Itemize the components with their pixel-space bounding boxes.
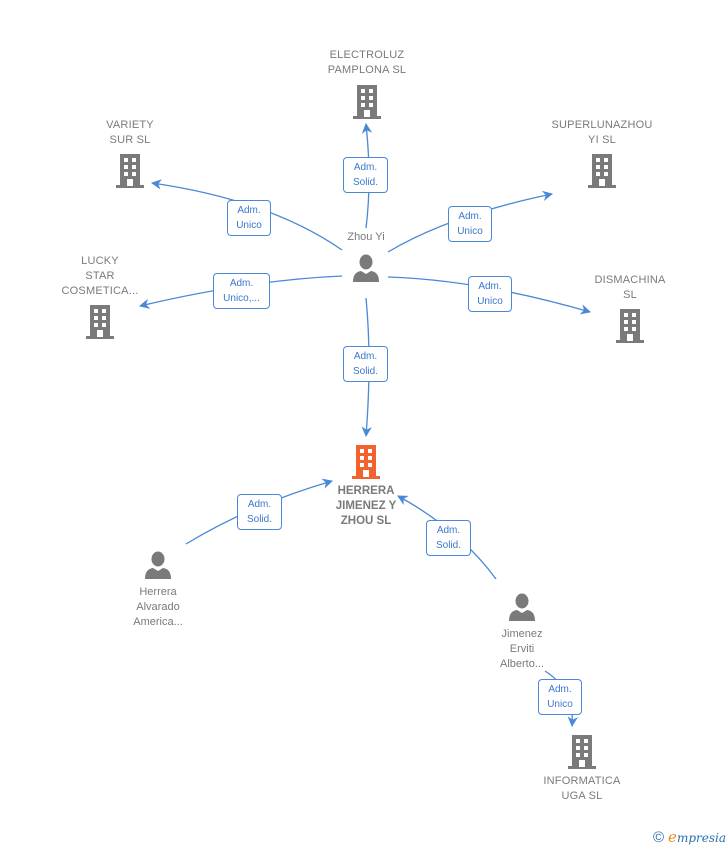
person-label: Jimenez Erviti Alberto... xyxy=(499,628,545,670)
company-node-electroluz[interactable]: ELECTROLUZ PAMPLONA SL xyxy=(307,48,427,120)
relation-label-jimenez-main[interactable]: Adm. Solid. xyxy=(426,520,471,556)
building-icon xyxy=(353,85,381,119)
company-label: ELECTROLUZ PAMPLONA SL xyxy=(327,49,407,76)
company-label: DISMACHINA SL xyxy=(594,274,666,301)
main-company-label: HERRERA JIMENEZ Y ZHOU SL xyxy=(335,485,397,527)
main-company-node[interactable]: HERRERA JIMENEZ Y ZHOU SL xyxy=(316,444,416,529)
relation-label-informatica[interactable]: Adm. Unico xyxy=(538,679,582,715)
company-label: VARIETY SUR SL xyxy=(106,119,154,146)
company-node-variety[interactable]: VARIETY SUR SL xyxy=(80,118,180,189)
person-label: Herrera Alvarado America... xyxy=(133,586,183,628)
company-label: INFORMATICA UGA SL xyxy=(543,775,621,802)
empresia-logo[interactable]: empresia xyxy=(668,828,726,846)
brand-rest: mpresia xyxy=(676,831,726,845)
relation-label-dismachina[interactable]: Adm. Unico xyxy=(468,276,512,312)
relation-label-electroluz[interactable]: Adm. Solid. xyxy=(343,157,388,193)
company-label: LUCKY STAR COSMETICA... xyxy=(61,255,139,297)
company-label: SUPERLUNAZHOU YI SL xyxy=(551,119,653,146)
relation-label-variety[interactable]: Adm. Unico xyxy=(227,200,271,236)
building-icon xyxy=(116,154,144,188)
company-node-dismachina[interactable]: DISMACHINA SL xyxy=(580,273,680,344)
building-icon xyxy=(616,309,644,343)
company-node-lucky-star[interactable]: LUCKY STAR COSMETICA... xyxy=(50,254,150,340)
relation-label-superlunazhou[interactable]: Adm. Unico xyxy=(448,206,492,242)
building-icon xyxy=(588,154,616,188)
building-icon xyxy=(352,445,380,479)
person-node-jimenez-erviti[interactable]: Jimenez Erviti Alberto... xyxy=(472,592,572,672)
building-icon xyxy=(568,735,596,769)
person-icon xyxy=(509,593,535,621)
person-icon xyxy=(145,551,171,579)
person-node-herrera-alvarado[interactable]: Herrera Alvarado America... xyxy=(108,550,208,630)
person-icon xyxy=(353,254,379,282)
copyright-icon: © xyxy=(652,828,665,846)
relation-label-lucky-star[interactable]: Adm. Unico,... xyxy=(213,273,270,309)
brand-initial: e xyxy=(668,828,677,846)
relation-label-herrera-main[interactable]: Adm. Solid. xyxy=(237,494,282,530)
company-node-informatica-uga[interactable]: INFORMATICA UGA SL xyxy=(532,734,632,804)
person-label: Zhou Yi xyxy=(347,231,385,243)
company-node-superlunazhou[interactable]: SUPERLUNAZHOU YI SL xyxy=(540,118,664,189)
footer-branding: © empresia xyxy=(653,828,726,846)
relation-label-zhou-main[interactable]: Adm. Solid. xyxy=(343,346,388,382)
person-node-zhou-yi[interactable]: Zhou Yi xyxy=(326,230,406,283)
building-icon xyxy=(86,305,114,339)
